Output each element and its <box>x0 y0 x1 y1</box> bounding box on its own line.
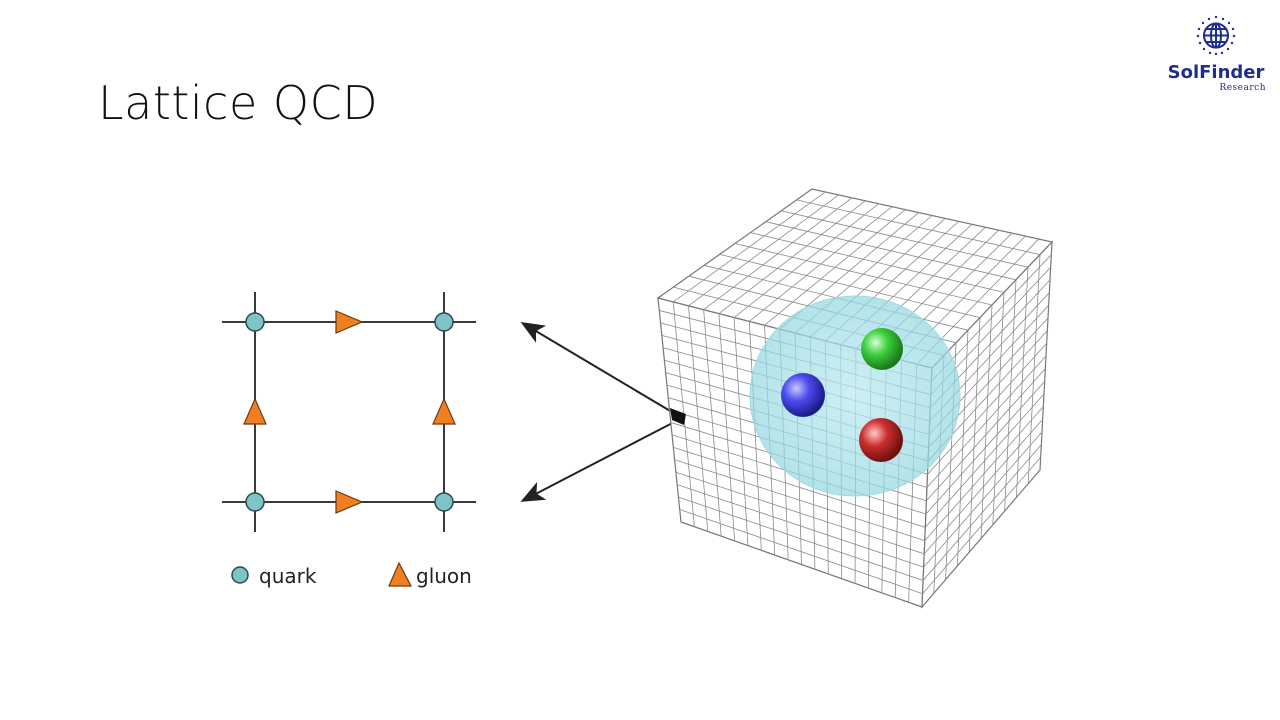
company-logo: SolFinder Research <box>1158 14 1274 93</box>
zoom-arrows <box>520 321 683 502</box>
legend-gluon-symbol <box>388 561 412 587</box>
grid-line <box>922 444 1042 581</box>
grid-line <box>673 446 926 528</box>
grid-line <box>719 254 981 318</box>
grid-line <box>781 210 1029 268</box>
globe-icon <box>1196 15 1236 56</box>
legend-quark-label: quark <box>259 564 317 588</box>
legend: quark gluon <box>231 561 472 588</box>
grid-line <box>674 459 925 541</box>
grid-line <box>923 419 1043 555</box>
grid-line <box>796 199 1041 255</box>
grid-line <box>675 471 925 555</box>
hadron-sphere <box>749 295 961 497</box>
grid-line <box>925 393 1045 528</box>
grid-line <box>765 221 1017 281</box>
gluon-marker <box>432 397 456 425</box>
grid-line <box>925 381 1045 515</box>
quarks <box>245 312 454 512</box>
grid-line <box>678 496 924 581</box>
slide-title: Lattice QCD <box>98 76 379 130</box>
grid-line <box>922 457 1041 594</box>
grid-line <box>924 406 1044 541</box>
particle-green <box>861 328 903 370</box>
particle-blue <box>781 373 825 417</box>
lattice-cube <box>656 188 1054 609</box>
grid-line <box>926 368 1046 502</box>
zoom-arrow-lower <box>520 417 683 502</box>
grid-line <box>677 484 924 568</box>
grid-line <box>750 232 1005 293</box>
grid-line <box>679 509 923 595</box>
gluon-marker <box>335 310 364 334</box>
quark-marker <box>434 312 454 332</box>
grid-line <box>927 343 1047 475</box>
gluons <box>243 310 456 514</box>
particle-red <box>859 418 903 462</box>
cube-top-grid <box>672 191 1041 365</box>
gluon-marker <box>335 490 364 514</box>
logo-subtitle: Research <box>1219 83 1266 93</box>
grid-line <box>926 355 1047 488</box>
grid-line <box>734 243 993 306</box>
quark-marker <box>245 312 265 332</box>
selected-plaquette-marker <box>670 408 686 425</box>
legend-gluon-label: gluon <box>416 564 472 588</box>
gluon-marker <box>243 397 267 425</box>
logo-name: SolFinder <box>1167 62 1265 83</box>
legend-quark-symbol <box>231 566 249 584</box>
quark-marker <box>245 492 265 512</box>
quark-marker <box>434 492 454 512</box>
zoom-arrow-upper <box>520 321 683 419</box>
grid-line <box>923 431 1043 568</box>
